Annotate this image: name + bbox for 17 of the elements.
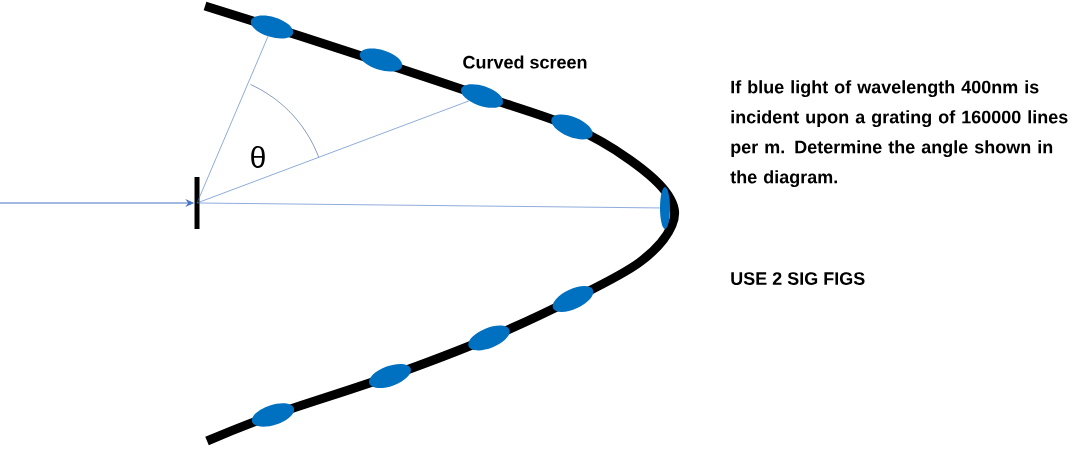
fringe-spot xyxy=(660,187,670,229)
instruction-text: USE 2 SIG FIGS xyxy=(731,272,865,285)
ray-line xyxy=(196,100,470,204)
fringe-spot xyxy=(460,84,504,108)
ray-line xyxy=(196,202,661,209)
diffraction-grating xyxy=(194,177,200,229)
fringe-spot xyxy=(251,403,295,427)
screen-label: Curved screen xyxy=(463,55,587,69)
fringe-spot xyxy=(250,15,294,39)
ray-line xyxy=(196,36,269,204)
fringe-spot xyxy=(552,286,594,312)
question-text: If blue light of wavelength 400nm is incident upon a grating of 160000 lines per m. Determine the angle shown in the diagram. xyxy=(730,80,1068,188)
angle-label: θ xyxy=(251,146,265,168)
fringe-spot xyxy=(551,114,593,140)
fringe-spot xyxy=(369,363,411,389)
fringe-spot xyxy=(359,48,403,72)
fringe-spot xyxy=(468,325,510,351)
